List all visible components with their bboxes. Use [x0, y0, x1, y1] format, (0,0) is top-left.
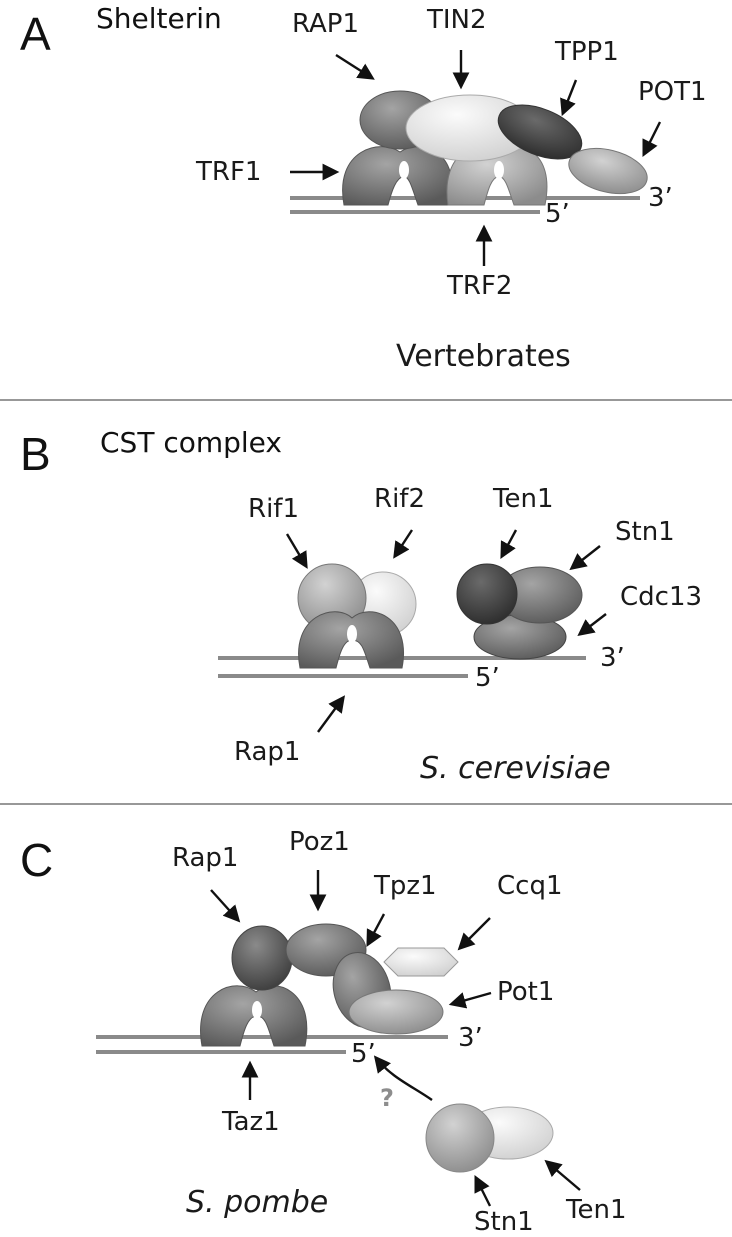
five-prime-label-b: 5’	[475, 663, 500, 693]
three-prime-label-a: 3’	[648, 183, 673, 213]
rap1-arrow	[335, 53, 375, 80]
poz1-label: Poz1	[289, 827, 350, 857]
stn1-arrow	[569, 545, 601, 571]
panel-b-organism: S. cerevisiae	[420, 751, 611, 786]
panel-c-letter: C	[20, 834, 53, 886]
panel-b-title: CST complex	[100, 426, 282, 459]
tpp1-label: TPP1	[554, 37, 619, 67]
three-prime-label-b: 3’	[600, 643, 625, 673]
five-prime-label-a: 5’	[545, 199, 570, 229]
panel-a-title: Shelterin	[96, 2, 222, 35]
rif1-label: Rif1	[248, 494, 299, 524]
panel-c-organism: S. pombe	[186, 1185, 328, 1220]
taz1-hole	[252, 1001, 262, 1019]
question-mark: ?	[380, 1084, 394, 1112]
rif2-arrow	[393, 529, 414, 559]
pot1-protein	[568, 147, 648, 195]
ten1-protein	[456, 563, 518, 625]
taz1-label: Taz1	[221, 1107, 280, 1137]
tpz1-label: Tpz1	[373, 871, 437, 901]
rap1-label: RAP1	[292, 9, 359, 39]
panel-a-letter: A	[20, 8, 51, 60]
rap1-label: Rap1	[234, 737, 300, 767]
ccq1-label: Ccq1	[497, 871, 563, 901]
rap1-protein	[231, 925, 293, 991]
ten1-arrow	[500, 529, 518, 559]
cdc13-label: Cdc13	[620, 582, 702, 612]
panel-a-organism: Vertebrates	[396, 339, 571, 374]
tpp1-protein	[497, 104, 583, 160]
pot1-arrow	[642, 121, 662, 158]
pot1-label: Pot1	[497, 977, 554, 1007]
rap1-hole	[347, 625, 357, 643]
pot1-arrow	[448, 991, 492, 1009]
stn1-label: Stn1	[474, 1207, 534, 1237]
pot1-label: POT1	[638, 77, 707, 107]
pot1-protein	[348, 989, 444, 1035]
rap1-label: Rap1	[172, 843, 238, 873]
stn1-arrow	[474, 1174, 492, 1207]
panel-b: B CST complex Rif1 Rif2 Ten1 Stn1 Cdc13 …	[20, 426, 702, 786]
five-prime-label-c: 5’	[351, 1039, 376, 1069]
cdc13-arrow	[577, 613, 607, 637]
rap1-arrow	[317, 695, 345, 733]
tpp1-arrow	[560, 79, 578, 117]
trf1-hole	[399, 161, 409, 179]
trf2-hole	[494, 161, 504, 179]
ten1-label: Ten1	[492, 484, 553, 514]
ccq1-arrow	[457, 917, 491, 951]
trf1-label: TRF1	[195, 157, 261, 187]
rif1-arrow	[285, 533, 308, 569]
ten1-label: Ten1	[565, 1195, 626, 1225]
three-prime-label-c: 3’	[458, 1023, 483, 1053]
trf2-label: TRF2	[446, 271, 512, 301]
panel-b-letter: B	[20, 428, 51, 480]
panel-a: A Shelterin RAP1 TIN2 TPP1 POT1 TRF1 TRF…	[20, 2, 707, 374]
tin2-label: TIN2	[426, 5, 487, 35]
recruitment-arrow	[373, 1055, 433, 1101]
stn1-protein	[425, 1103, 495, 1173]
rif2-label: Rif2	[374, 484, 425, 514]
ccq1-protein	[383, 947, 459, 977]
stn1-label: Stn1	[615, 517, 675, 547]
panel-c: C Rap1 Poz1 Tpz1 Ccq1 Pot1 3’ 5’	[20, 827, 626, 1237]
rap1-arrow	[210, 889, 241, 923]
ten1-arrow	[544, 1159, 581, 1191]
tpz1-arrow	[366, 913, 386, 947]
